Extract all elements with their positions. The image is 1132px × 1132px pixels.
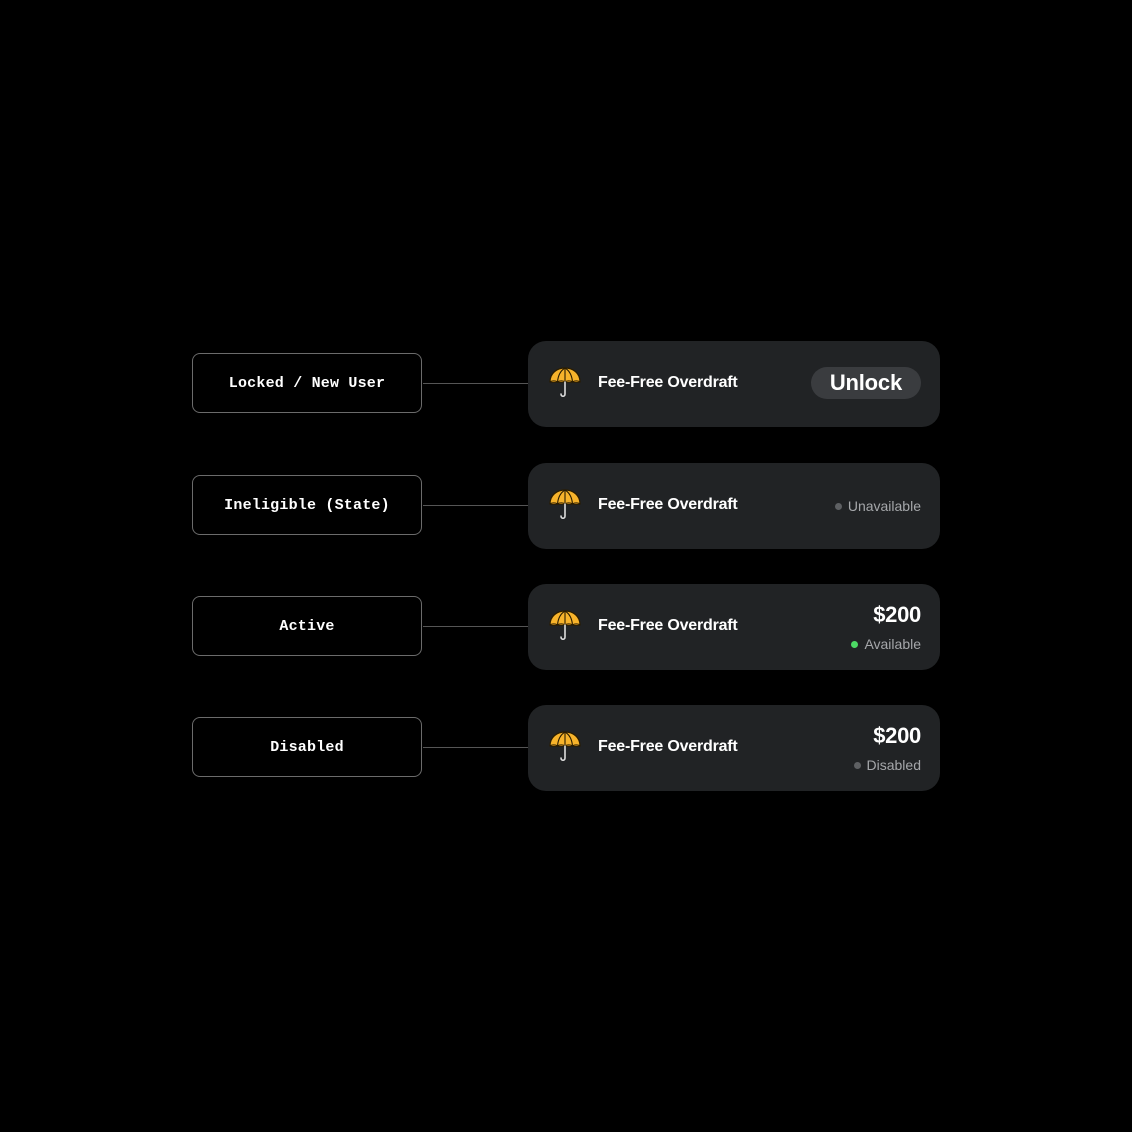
overdraft-card[interactable]: Fee-Free Overdraft Unlock — [528, 341, 940, 427]
state-label: Disabled — [192, 717, 422, 777]
overdraft-amount: $200 — [873, 723, 921, 748]
status-text: Available — [864, 636, 921, 652]
overdraft-card[interactable]: Fee-Free Overdraft Unavailable — [528, 463, 940, 549]
card-title: Fee-Free Overdraft — [598, 374, 738, 391]
state-label: Active — [192, 596, 422, 656]
status-indicator: Available — [851, 636, 921, 652]
umbrella-icon — [548, 730, 582, 764]
status-dot — [853, 761, 861, 769]
status-text: Unavailable — [847, 498, 921, 514]
connector-line — [423, 626, 528, 627]
status-dot — [834, 502, 842, 510]
umbrella-icon — [548, 366, 582, 400]
state-row-ineligible: Ineligible (State) Fee-Free Overdraft Un… — [0, 463, 1132, 549]
state-row-disabled: Disabled Fee-Free Overdraft $200 Disable… — [0, 705, 1132, 791]
status-indicator: Disabled — [853, 757, 921, 773]
connector-line — [423, 383, 528, 384]
umbrella-icon — [548, 488, 582, 522]
status-dot — [851, 640, 859, 648]
card-title: Fee-Free Overdraft — [598, 496, 738, 513]
umbrella-icon — [548, 609, 582, 643]
connector-line — [423, 747, 528, 748]
card-title: Fee-Free Overdraft — [598, 738, 738, 755]
state-label: Locked / New User — [192, 353, 422, 413]
overdraft-amount: $200 — [873, 602, 921, 627]
connector-line — [423, 505, 528, 506]
state-row-active: Active Fee-Free Overdraft $200 Available — [0, 584, 1132, 670]
state-row-locked: Locked / New User Fee-Free Overdraft Unl… — [0, 341, 1132, 427]
overdraft-card[interactable]: Fee-Free Overdraft $200 Disabled — [528, 705, 940, 791]
state-label: Ineligible (State) — [192, 475, 422, 535]
status-text: Disabled — [866, 757, 921, 773]
overdraft-card[interactable]: Fee-Free Overdraft $200 Available — [528, 584, 940, 670]
status-indicator: Unavailable — [834, 498, 921, 514]
unlock-button[interactable]: Unlock — [810, 367, 921, 399]
card-title: Fee-Free Overdraft — [598, 617, 738, 634]
